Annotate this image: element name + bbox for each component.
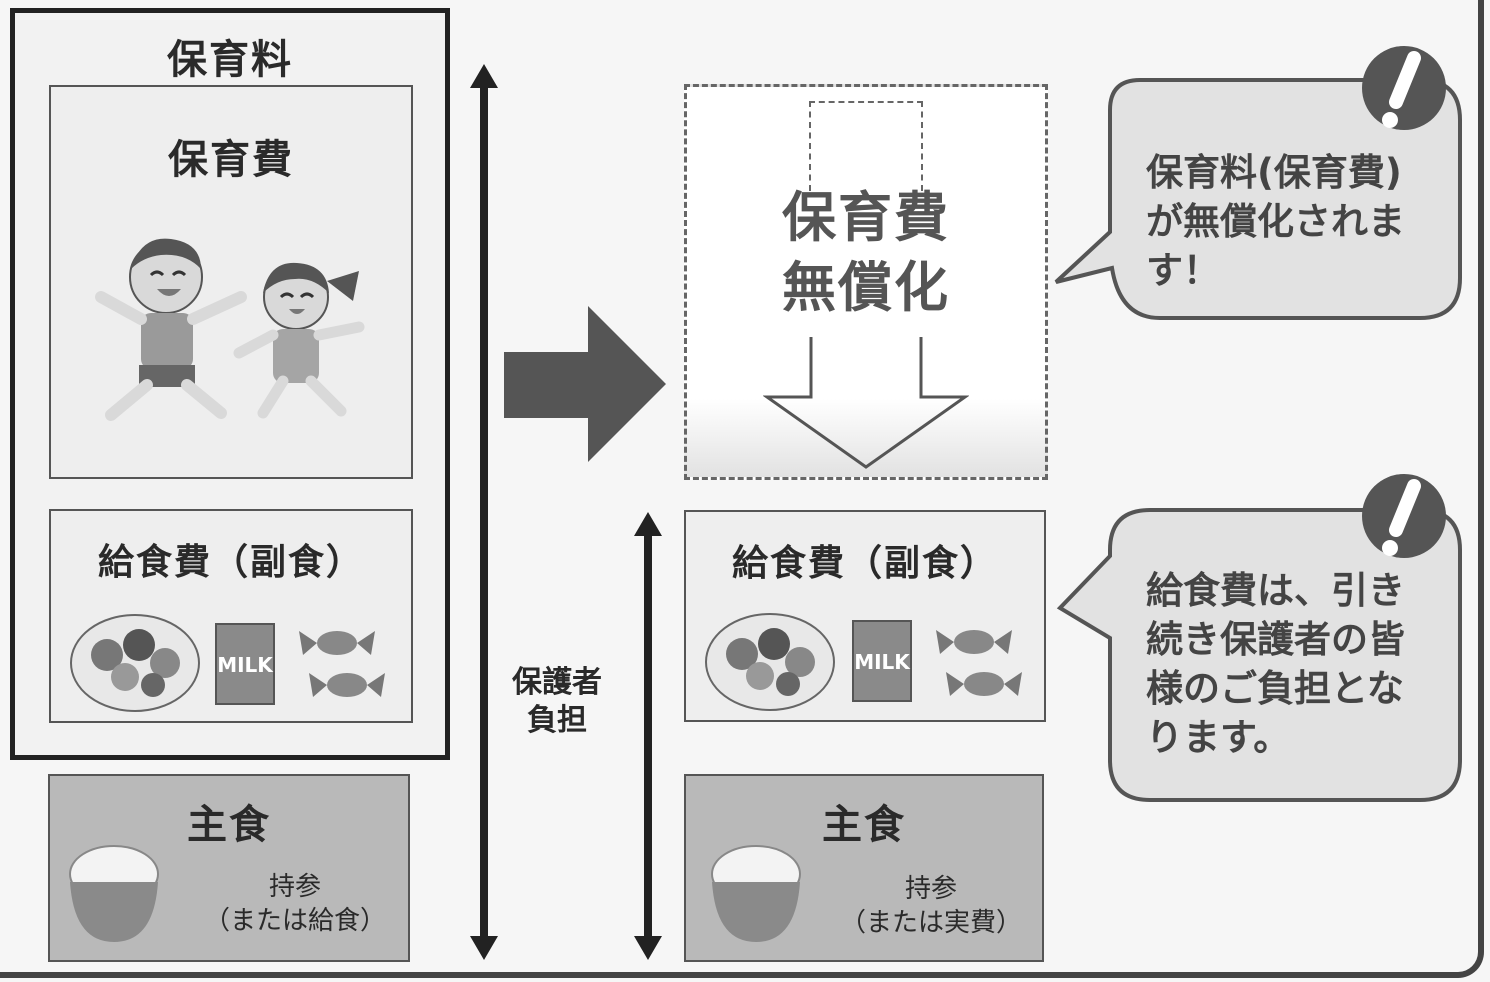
- burden-label-line2: 負担: [527, 703, 587, 738]
- burden-double-arrow-right: [634, 512, 662, 960]
- hoikuhi-box: 保育費: [49, 85, 413, 479]
- shushoku-note-line2: （または給食）: [203, 906, 386, 936]
- shushoku-title-right: 主食: [822, 802, 906, 848]
- burden-double-arrow: [470, 64, 498, 960]
- shushoku-box-left: 主食 持参 （または給食）: [48, 774, 410, 962]
- milk-carton-icon-right: MILK: [852, 620, 912, 702]
- callout-bottom-line3: 様のご負担とな: [1146, 667, 1404, 710]
- shushoku-box-right: 主食 持参 （または実費）: [684, 774, 1044, 962]
- burden-label: 保護者 負担: [492, 664, 622, 740]
- free-label: 保育費 無償化: [687, 183, 1045, 323]
- milk-label: MILK: [217, 653, 273, 677]
- hoikuryo-box: 保育料 保育費: [10, 8, 450, 760]
- shushoku-note-right: 持参 （または実費）: [816, 872, 1046, 940]
- rice-bowl-icon: [69, 845, 159, 942]
- free-label-line1: 保育費: [782, 186, 950, 249]
- free-label-line2: 無償化: [782, 256, 950, 319]
- girl-figure: [233, 262, 365, 419]
- milk-label-right: MILK: [854, 650, 910, 674]
- hoikuhi-title: 保育費: [168, 137, 294, 183]
- callout-bubble-top: [1054, 46, 1462, 320]
- candy-icon-right: [936, 630, 1022, 696]
- callout-bubble-bottom: [1056, 474, 1462, 802]
- transition-arrow-icon: [504, 306, 666, 462]
- down-arrow-icon: [763, 337, 969, 469]
- callout-top-line3: す！: [1146, 249, 1220, 292]
- shushoku-note-line1: 持参: [268, 872, 321, 902]
- callout-top-line1: 保育料(保育費): [1146, 151, 1402, 194]
- kyushokuhi-title-right: 給食費（副食）: [731, 543, 998, 584]
- callout-top-line2: が無償化されま: [1146, 200, 1405, 243]
- candy-icon: [299, 631, 385, 697]
- callout-bottom-line2: 続き保護者の皆: [1146, 618, 1405, 661]
- hoikuryo-title: 保育料: [167, 37, 293, 83]
- shushoku-note-line1-right: 持参: [904, 874, 957, 904]
- callout-top-text: 保育料(保育費) が無償化されま す！: [1146, 148, 1446, 295]
- callout-bottom-text: 給食費は、引き 続き保護者の皆 様のご負担とな ります。: [1146, 566, 1446, 762]
- kyushokuhi-box-right: 給食費（副食） MILK: [684, 510, 1046, 722]
- callout-bottom-line1: 給食費は、引き: [1146, 569, 1405, 612]
- shushoku-note-line2-right: （または実費）: [839, 908, 1022, 938]
- boy-figure: [95, 238, 247, 421]
- shushoku-title-left: 主食: [187, 802, 271, 848]
- dashed-bracket: [809, 101, 923, 191]
- callout-bottom-line4: ります。: [1146, 716, 1291, 759]
- free-childcare-box: 保育費 無償化: [684, 84, 1048, 480]
- rice-bowl-icon-right: [711, 845, 801, 942]
- kyushokuhi-title-left: 給食費（副食）: [97, 542, 364, 583]
- kyushokuhi-box-left: 給食費（副食） MILK: [49, 509, 413, 723]
- milk-carton-icon: MILK: [215, 623, 275, 705]
- shushoku-note-left: 持参 （または給食）: [180, 870, 410, 938]
- children-illustration: [95, 238, 365, 421]
- side-dish-icon: [70, 614, 200, 712]
- burden-label-line1: 保護者: [512, 665, 602, 700]
- side-dish-icon-right: [705, 613, 835, 711]
